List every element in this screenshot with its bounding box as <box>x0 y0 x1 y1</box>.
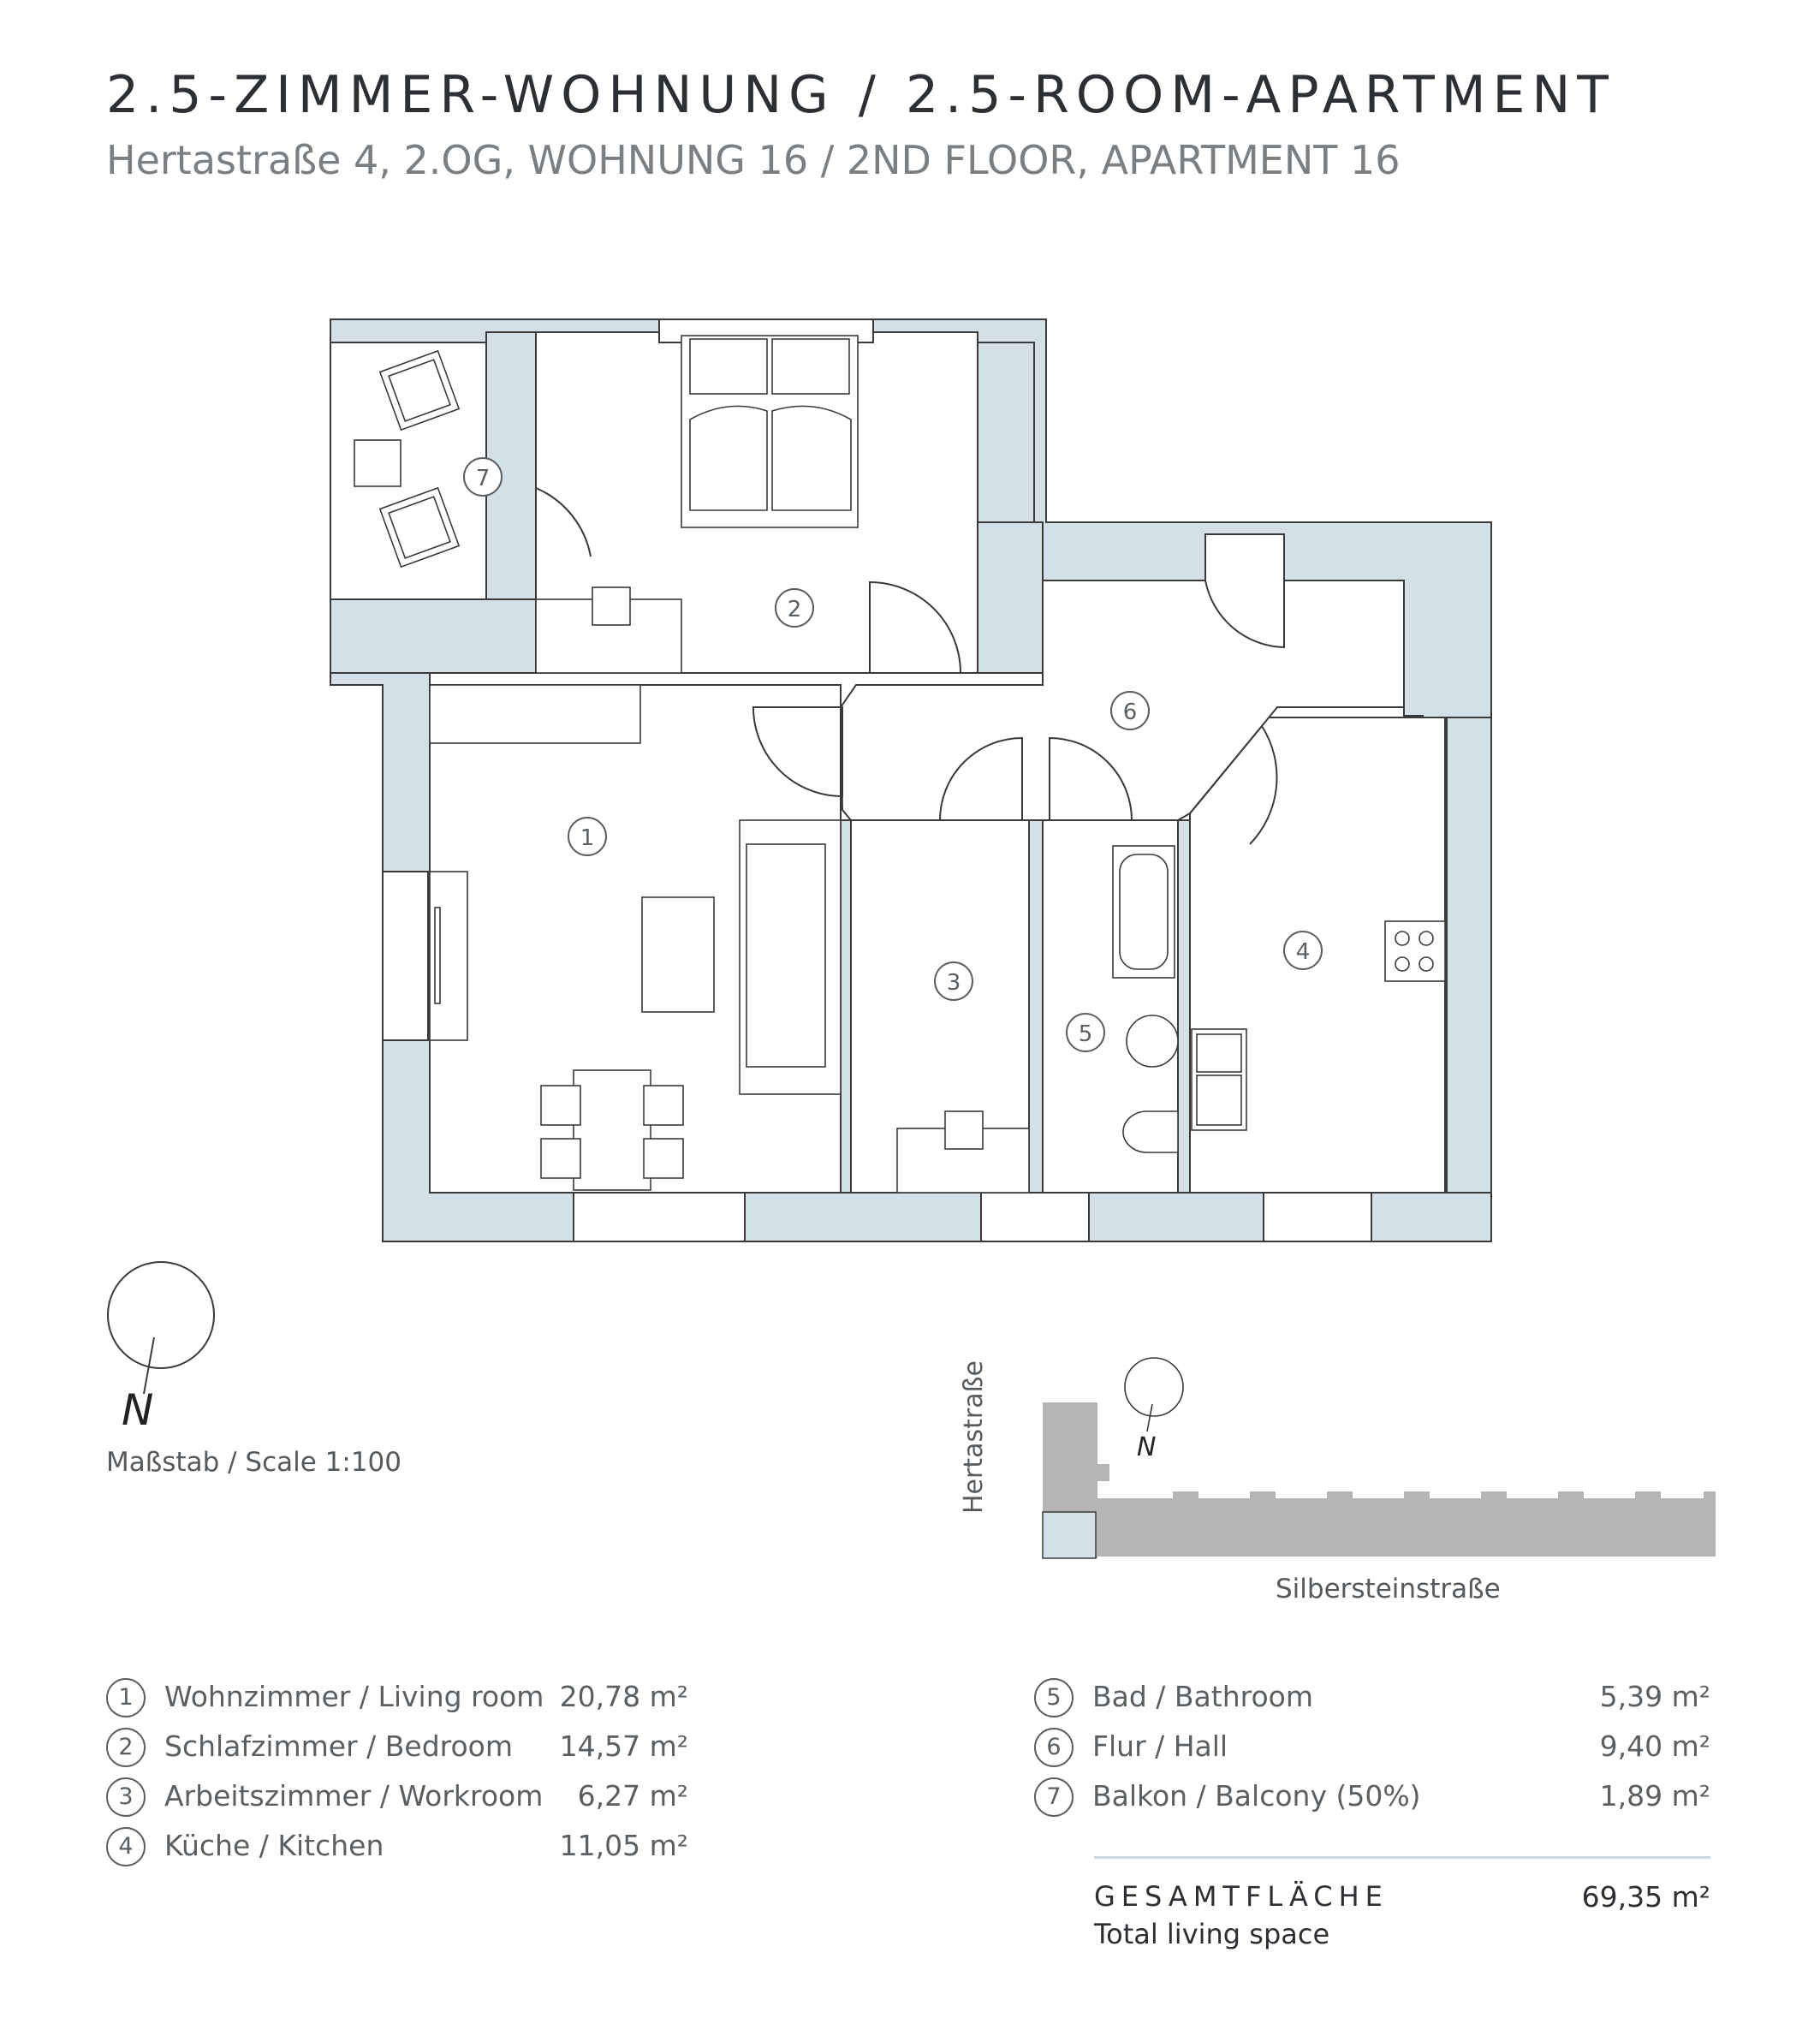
room-marker-5: 5 <box>1079 1021 1093 1047</box>
street-label-silbersteinstrasse: Silbersteinstraße <box>1276 1574 1501 1604</box>
room-row: 4 Küche / Kitchen 11,05 m² <box>106 1827 859 1877</box>
room-marker-6: 6 <box>1123 699 1138 725</box>
page-title: 2.5-ZIMMER-WOHNUNG / 2.5-ROOM-APARTMENT <box>106 65 1615 125</box>
room-label: Wohnzimmer / Living room <box>164 1680 544 1713</box>
room-list-left: 1 Wohnzimmer / Living room 20,78 m² 2 Sc… <box>106 1678 859 1877</box>
room-row: 5 Bad / Bathroom 5,39 m² <box>1034 1678 1710 1728</box>
room-area: 20,78 m² <box>559 1680 688 1713</box>
room-number: 3 <box>106 1777 146 1817</box>
sideboard <box>429 684 641 744</box>
room-number: 5 <box>1034 1678 1074 1717</box>
room-row: 6 Flur / Hall 9,40 m² <box>1034 1728 1710 1777</box>
total-divider <box>1094 1856 1710 1859</box>
room-row: 2 Schlafzimmer / Bedroom 14,57 m² <box>106 1728 859 1777</box>
room-label: Bad / Bathroom <box>1092 1680 1313 1713</box>
room-row: 7 Balkon / Balcony (50%) 1,89 m² <box>1034 1777 1710 1827</box>
total-value: 69,35 m² <box>1581 1880 1710 1914</box>
door-kitchen <box>1189 725 1278 845</box>
room-row: 1 Wohnzimmer / Living room 20,78 m² <box>106 1678 859 1728</box>
door-living <box>752 706 843 798</box>
room-label: Arbeitszimmer / Workroom <box>164 1779 544 1813</box>
room-marker-1: 1 <box>580 825 595 851</box>
room-area: 9,40 m² <box>1599 1729 1710 1763</box>
stove <box>1384 920 1446 982</box>
site-north-letter: N <box>1137 1432 1156 1462</box>
compass-icon <box>107 1261 215 1395</box>
door-workroom <box>939 736 1023 821</box>
dining-table <box>573 1069 651 1191</box>
room-list-right: 5 Bad / Bathroom 5,39 m² 6 Flur / Hall 9… <box>1034 1678 1710 1827</box>
room-number: 6 <box>1034 1728 1074 1767</box>
total-label: GESAMTFLÄCHE <box>1094 1880 1389 1913</box>
site-compass-icon <box>1124 1357 1184 1432</box>
page-subtitle: Hertastraße 4, 2.OG, WOHNUNG 16 / 2ND FL… <box>106 137 1401 183</box>
room-label: Flur / Hall <box>1092 1729 1228 1763</box>
total-sublabel: Total living space <box>1094 1918 1330 1950</box>
coffee-table <box>641 896 715 1013</box>
door-entrance <box>1204 534 1285 649</box>
site-unit-highlight <box>1042 1511 1097 1559</box>
site-plan <box>1042 1402 1716 1559</box>
street-label-hertastrasse: Hertastraße <box>959 1360 989 1514</box>
washbasin <box>1126 1015 1179 1068</box>
room-area: 14,57 m² <box>559 1729 688 1763</box>
room-label: Balkon / Balcony (50%) <box>1092 1779 1421 1813</box>
room-number: 4 <box>106 1827 146 1866</box>
door-bedroom <box>869 580 961 674</box>
balcony-table <box>354 439 401 487</box>
room-number: 1 <box>106 1678 146 1717</box>
window-side <box>382 871 429 1041</box>
window-kitchen <box>1263 1192 1372 1242</box>
room-marker-7: 7 <box>476 466 491 491</box>
compass-north-letter: N <box>122 1385 154 1435</box>
window-living <box>573 1192 746 1242</box>
room-label: Schlafzimmer / Bedroom <box>164 1729 514 1763</box>
window-workroom <box>980 1192 1090 1242</box>
room-area: 1,89 m² <box>1599 1779 1710 1813</box>
room-marker-3: 3 <box>947 970 961 996</box>
room-area: 6,27 m² <box>577 1779 688 1813</box>
room-label: Küche / Kitchen <box>164 1829 384 1862</box>
room-row: 3 Arbeitszimmer / Workroom 6,27 m² <box>106 1777 859 1827</box>
scale-label: Maßstab / Scale 1:100 <box>106 1447 401 1478</box>
room-number: 2 <box>106 1728 146 1767</box>
door-balcony <box>535 487 592 580</box>
room-marker-2: 2 <box>788 597 802 622</box>
room-area: 11,05 m² <box>559 1829 688 1862</box>
room-number: 7 <box>1034 1777 1074 1817</box>
room-area: 5,39 m² <box>1599 1680 1710 1713</box>
room-marker-4: 4 <box>1296 939 1311 965</box>
toilet <box>1122 1110 1179 1153</box>
door-bathroom <box>1049 736 1133 821</box>
